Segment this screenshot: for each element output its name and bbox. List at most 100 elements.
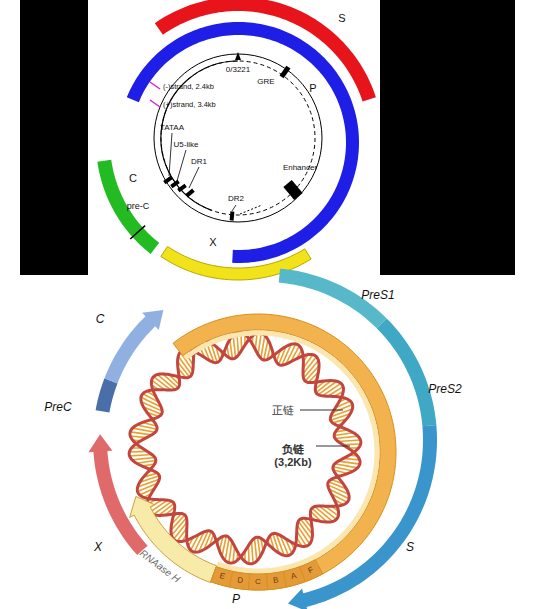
band-fill [279, 269, 387, 329]
gene-label: B [273, 576, 280, 585]
enhancer-box [283, 180, 302, 200]
band-fill [173, 314, 396, 590]
u5-box [177, 184, 187, 192]
band-fill [88, 434, 147, 555]
band-fill [288, 425, 437, 609]
domain-segment [211, 560, 323, 590]
band-fill [96, 378, 118, 412]
dna-strand [129, 332, 361, 564]
leader-line [169, 133, 172, 176]
band-shape [83, 258, 447, 609]
gene-arc: S [83, 0, 393, 297]
leader-line [177, 150, 186, 181]
dr1-box [185, 189, 194, 198]
gene-label: X [209, 236, 216, 248]
base-pair [254, 538, 256, 561]
base-pair [258, 333, 261, 354]
base-pair [137, 461, 156, 464]
leader-line [232, 205, 236, 211]
gene-label: D [236, 576, 243, 586]
genome-circle [154, 54, 322, 222]
band-shape [109, 303, 407, 601]
gene-label: E [218, 572, 226, 582]
band-shape [83, 258, 447, 609]
gene-arc: X [90, 0, 386, 290]
tataa-box [170, 180, 180, 188]
base-pair [130, 432, 151, 435]
band-shape [86, 0, 390, 294]
gene-label: RNAase H [138, 547, 182, 584]
precore-tick [130, 226, 145, 239]
feature-label: U5-like [174, 140, 199, 149]
leader-line [316, 446, 350, 447]
band-shape [83, 0, 393, 297]
domain-divider [229, 571, 232, 587]
gene-label: A [290, 572, 298, 582]
dr2-box [230, 211, 235, 220]
gene-arrow: S [83, 258, 447, 609]
dna-helix [129, 332, 361, 564]
base-pair [229, 541, 232, 562]
feature-label: (-)strand, 2.4kb [163, 83, 214, 92]
band-shape [83, 258, 447, 609]
gene-arrow: PreS1 [83, 258, 447, 609]
feature-label: GRE [257, 77, 274, 86]
gene-label: PreS2 [428, 383, 461, 396]
feature-label: Enhancer [283, 163, 317, 172]
base-pair [233, 335, 235, 358]
gene-arrow: PreS2 [83, 258, 447, 609]
panel-background [88, 0, 380, 275]
leader-line [189, 167, 199, 188]
base-pair [338, 440, 360, 442]
domain-divider [300, 567, 305, 582]
domain-divider [283, 571, 286, 587]
strand-marker [150, 100, 160, 107]
dr2-marker [240, 205, 262, 214]
band-fill [97, 160, 159, 254]
feature-label: DR1 [191, 157, 207, 166]
band-fill [126, 22, 358, 263]
band-fill [104, 310, 163, 383]
gene-label: C [96, 313, 105, 326]
origin-arrow [235, 52, 241, 60]
domain-divider [248, 574, 249, 590]
feature-label: (+)strand, 3.4kb [163, 101, 216, 110]
gene-arrow: PreC [83, 258, 447, 609]
feature-label: 0/3221 [226, 65, 250, 74]
domain-divider [267, 574, 268, 590]
gene-label: C [129, 172, 137, 184]
gene-label: pre-C [127, 202, 150, 212]
gre-box [280, 66, 291, 79]
gene-label: F [307, 566, 315, 576]
dna-strand [130, 333, 360, 563]
tataa-box [163, 176, 173, 184]
strand-marker [150, 82, 160, 89]
band-fill [155, 0, 376, 102]
gene-arc: Cpre-C [86, 0, 390, 294]
base-pair [335, 436, 358, 438]
feature-label: 负链 (3,2Kb) [268, 443, 318, 468]
gene-label: S [406, 541, 414, 554]
gene-label: X [94, 541, 102, 554]
band-shape [90, 0, 386, 290]
band-shape [108, 12, 369, 273]
base-pair [230, 340, 233, 359]
gene-label: P [309, 82, 316, 94]
base-pair [132, 457, 155, 459]
feature-label: TATAA [160, 123, 184, 132]
leader-line [300, 410, 343, 411]
panel-background [20, 0, 515, 275]
gene-label: C [255, 578, 261, 587]
base-pair [338, 461, 359, 464]
base-pair [237, 333, 239, 355]
band-shape [83, 258, 447, 609]
band-shape [83, 258, 447, 609]
gene-arrow: X [83, 258, 447, 609]
base-pair [130, 455, 152, 457]
gene-label: PreC [44, 401, 71, 414]
band-inner [183, 331, 379, 574]
feature-label: DR2 [228, 194, 244, 203]
band-fill [161, 246, 311, 280]
